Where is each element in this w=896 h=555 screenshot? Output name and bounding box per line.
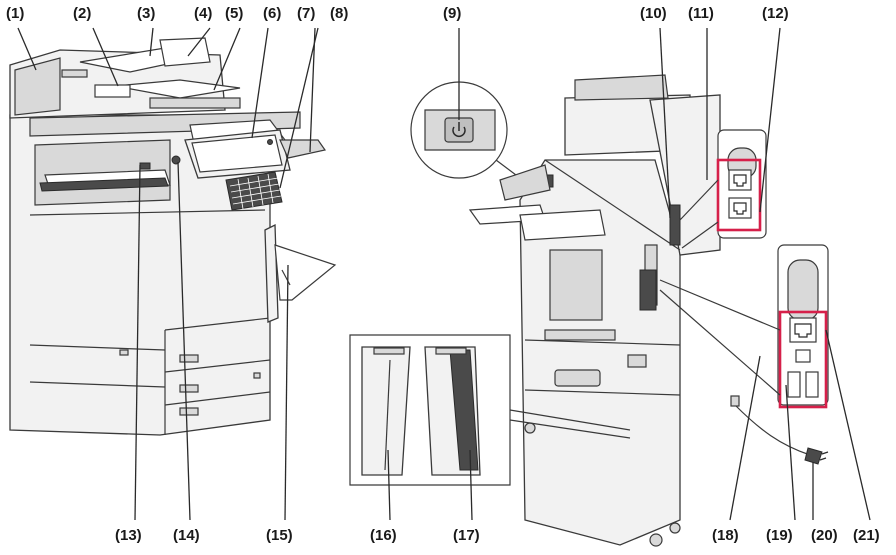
power-switch-zoom <box>410 28 521 179</box>
callout-5: (5) <box>225 5 244 22</box>
callout-9: (9) <box>443 5 462 22</box>
lan-port-icon <box>728 169 752 219</box>
callout-19: (19) <box>766 527 793 544</box>
callout-7: (7) <box>297 5 316 22</box>
callout-11: (11) <box>688 5 714 22</box>
callout-16: (16) <box>370 527 397 544</box>
callout-18: (18) <box>712 527 739 544</box>
mfp-rear-view <box>349 27 871 547</box>
callout-14: (14) <box>173 527 200 544</box>
callout-15: (15) <box>266 527 293 544</box>
power-icon <box>452 122 466 137</box>
usb-port-icon <box>787 317 819 398</box>
callout-13: (13) <box>115 527 142 544</box>
callout-1: (1) <box>6 5 25 22</box>
callout-17: (17) <box>453 527 480 544</box>
callout-3: (3) <box>137 5 156 22</box>
callout-2: (2) <box>73 5 92 22</box>
mfp-front-view <box>9 27 337 521</box>
callout-20: (20) <box>811 527 838 544</box>
callout-6: (6) <box>263 5 282 22</box>
callout-8: (8) <box>330 5 349 22</box>
callout-12: (12) <box>762 5 789 22</box>
callout-21: (21) <box>853 527 880 544</box>
power-plug-icon <box>804 447 829 465</box>
callout-10: (10) <box>640 5 667 22</box>
callout-4: (4) <box>194 5 213 22</box>
